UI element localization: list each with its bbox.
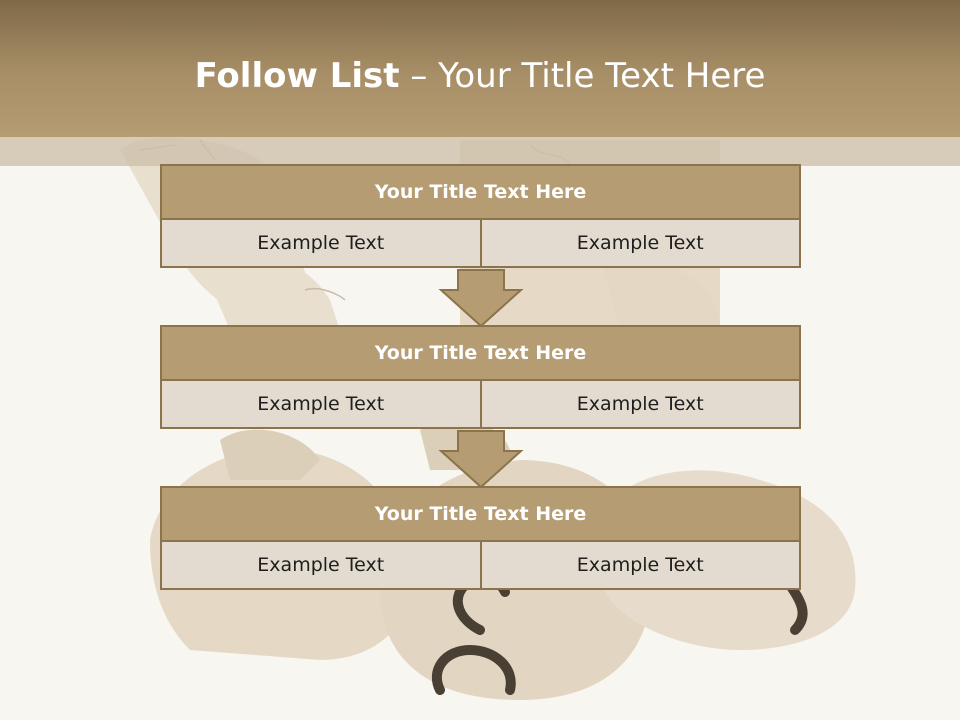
step-row: Example Text Example Text xyxy=(160,540,801,590)
step-row: Example Text Example Text xyxy=(160,218,801,268)
step-cell-left: Example Text xyxy=(160,379,482,429)
title-banner xyxy=(0,0,960,137)
step-cell-right: Example Text xyxy=(479,379,801,429)
step-block-2: Your Title Text Here Example Text Exampl… xyxy=(160,325,801,429)
step-block-1: Your Title Text Here Example Text Exampl… xyxy=(160,164,801,268)
step-cell-left: Example Text xyxy=(160,218,482,268)
slide-title-bold: Follow List xyxy=(194,56,400,96)
down-arrow-icon xyxy=(438,430,524,489)
slide-title-rest: – Your Title Text Here xyxy=(399,56,766,96)
step-title: Your Title Text Here xyxy=(160,164,801,220)
step-cell-left: Example Text xyxy=(160,540,482,590)
step-cell-right: Example Text xyxy=(479,540,801,590)
down-arrow-icon xyxy=(438,269,524,328)
step-block-3: Your Title Text Here Example Text Exampl… xyxy=(160,486,801,590)
step-title: Your Title Text Here xyxy=(160,486,801,542)
step-title: Your Title Text Here xyxy=(160,325,801,381)
step-row: Example Text Example Text xyxy=(160,379,801,429)
slide-title: Follow List – Your Title Text Here xyxy=(0,56,960,96)
banner-underline-strip xyxy=(0,137,960,166)
step-cell-right: Example Text xyxy=(479,218,801,268)
